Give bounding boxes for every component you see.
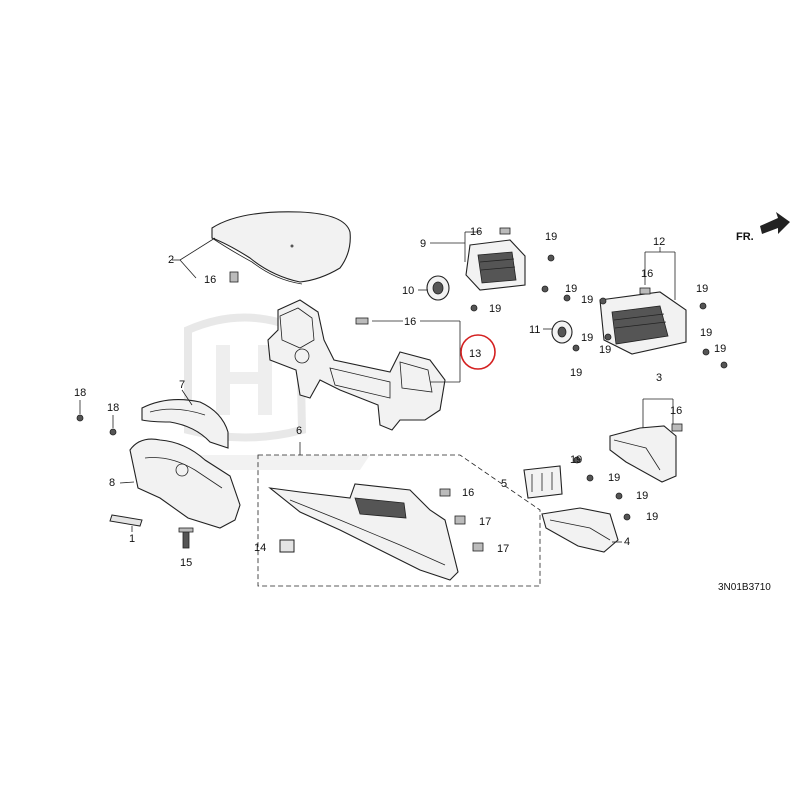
part-11-vent-ring[interactable] (551, 320, 573, 344)
callout-3[interactable]: 3 (656, 372, 662, 384)
part-7-column-cover-upper[interactable] (141, 399, 229, 449)
part-14-clip[interactable] (279, 539, 295, 553)
callout-18-b[interactable]: 18 (107, 402, 119, 414)
part-3-side-garnish[interactable] (609, 425, 677, 483)
screws-19-vent12 (599, 297, 728, 369)
callout-15[interactable]: 15 (180, 557, 192, 569)
callout-8[interactable]: 8 (109, 477, 115, 489)
part-4-knee-panel[interactable] (541, 507, 619, 553)
screws-19-lower-mid (573, 456, 631, 521)
callout-1[interactable]: 1 (129, 533, 135, 545)
callout-19-k[interactable]: 19 (608, 472, 620, 484)
fastener-16-garnish (671, 423, 683, 432)
part-8-column-cover-lower[interactable] (129, 438, 241, 529)
screw-18-a (76, 400, 84, 422)
callout-11[interactable]: 11 (529, 324, 540, 336)
callout-2[interactable]: 2 (168, 254, 174, 266)
callout-19-l[interactable]: 19 (636, 490, 648, 502)
screws-19-vent9 (470, 254, 571, 312)
screw-18-b (109, 415, 117, 436)
part-6-dash-lower-panel[interactable] (268, 483, 459, 581)
part-12-vent[interactable] (599, 291, 687, 355)
callout-16-vent12[interactable]: 16 (641, 268, 653, 280)
callout-17-a[interactable]: 17 (479, 516, 491, 528)
callout-9[interactable]: 9 (420, 238, 426, 250)
callout-19-j[interactable]: 19 (570, 454, 582, 466)
callout-16-panel[interactable]: 16 (462, 487, 474, 499)
callout-6[interactable]: 6 (296, 425, 302, 437)
fastener-17-b (472, 542, 484, 552)
front-indicator-label: FR. (736, 231, 754, 243)
callout-14[interactable]: 14 (254, 542, 266, 554)
callout-19-i[interactable]: 19 (581, 332, 593, 344)
part-13-center-bracket[interactable] (267, 299, 446, 431)
fastener-16-vent12 (639, 287, 651, 295)
fastener-16-bracket (355, 317, 369, 325)
part-10-vent-ring[interactable] (426, 275, 450, 301)
callout-19-m[interactable]: 19 (646, 511, 658, 523)
screw-15[interactable] (178, 527, 194, 549)
callout-10[interactable]: 10 (402, 285, 414, 297)
callout-19-h[interactable]: 19 (714, 343, 726, 355)
callout-19-g[interactable]: 19 (700, 327, 712, 339)
callout-19-a[interactable]: 19 (545, 231, 557, 243)
fastener-16-vent9 (499, 227, 511, 235)
callout-16-vent9[interactable]: 16 (470, 226, 482, 238)
callout-19-n[interactable]: 19 (599, 344, 611, 356)
part-9-vent[interactable] (465, 239, 526, 291)
callout-16-garnish[interactable]: 16 (670, 405, 682, 417)
callout-18-a[interactable]: 18 (74, 387, 86, 399)
drawing-code: 3N01B3710 (718, 582, 771, 593)
part-6-dash-lower-panel-outline (257, 454, 541, 587)
callout-19-b[interactable]: 19 (565, 283, 577, 295)
callout-17-b[interactable]: 17 (497, 543, 509, 555)
callout-16-lid[interactable]: 16 (204, 274, 216, 286)
callout-19-c[interactable]: 19 (581, 294, 593, 306)
callout-19-d[interactable]: 19 (489, 303, 501, 315)
part-5-switch-panel[interactable] (523, 465, 563, 499)
callout-labels: 1 2 3 4 5 6 7 8 9 10 11 12 13 14 15 16 1… (74, 226, 726, 569)
callout-19-f[interactable]: 19 (696, 283, 708, 295)
callout-5[interactable]: 5 (501, 478, 507, 490)
callout-12[interactable]: 12 (653, 236, 665, 248)
part-1-trim-strip[interactable] (109, 514, 143, 527)
callout-19-e[interactable]: 19 (570, 367, 582, 379)
front-direction-arrow-icon (760, 212, 790, 234)
fastener-16-panel (439, 488, 451, 497)
fastener-17-a (454, 515, 466, 525)
callout-13-highlight-ring (460, 334, 496, 370)
callout-16-bracket[interactable]: 16 (404, 316, 416, 328)
fastener-16-lid (229, 271, 239, 283)
part-2-armrest-lid[interactable] (211, 211, 351, 285)
callout-13[interactable]: 13 (469, 348, 481, 360)
callout-4[interactable]: 4 (624, 536, 630, 548)
callout-7[interactable]: 7 (179, 379, 185, 391)
